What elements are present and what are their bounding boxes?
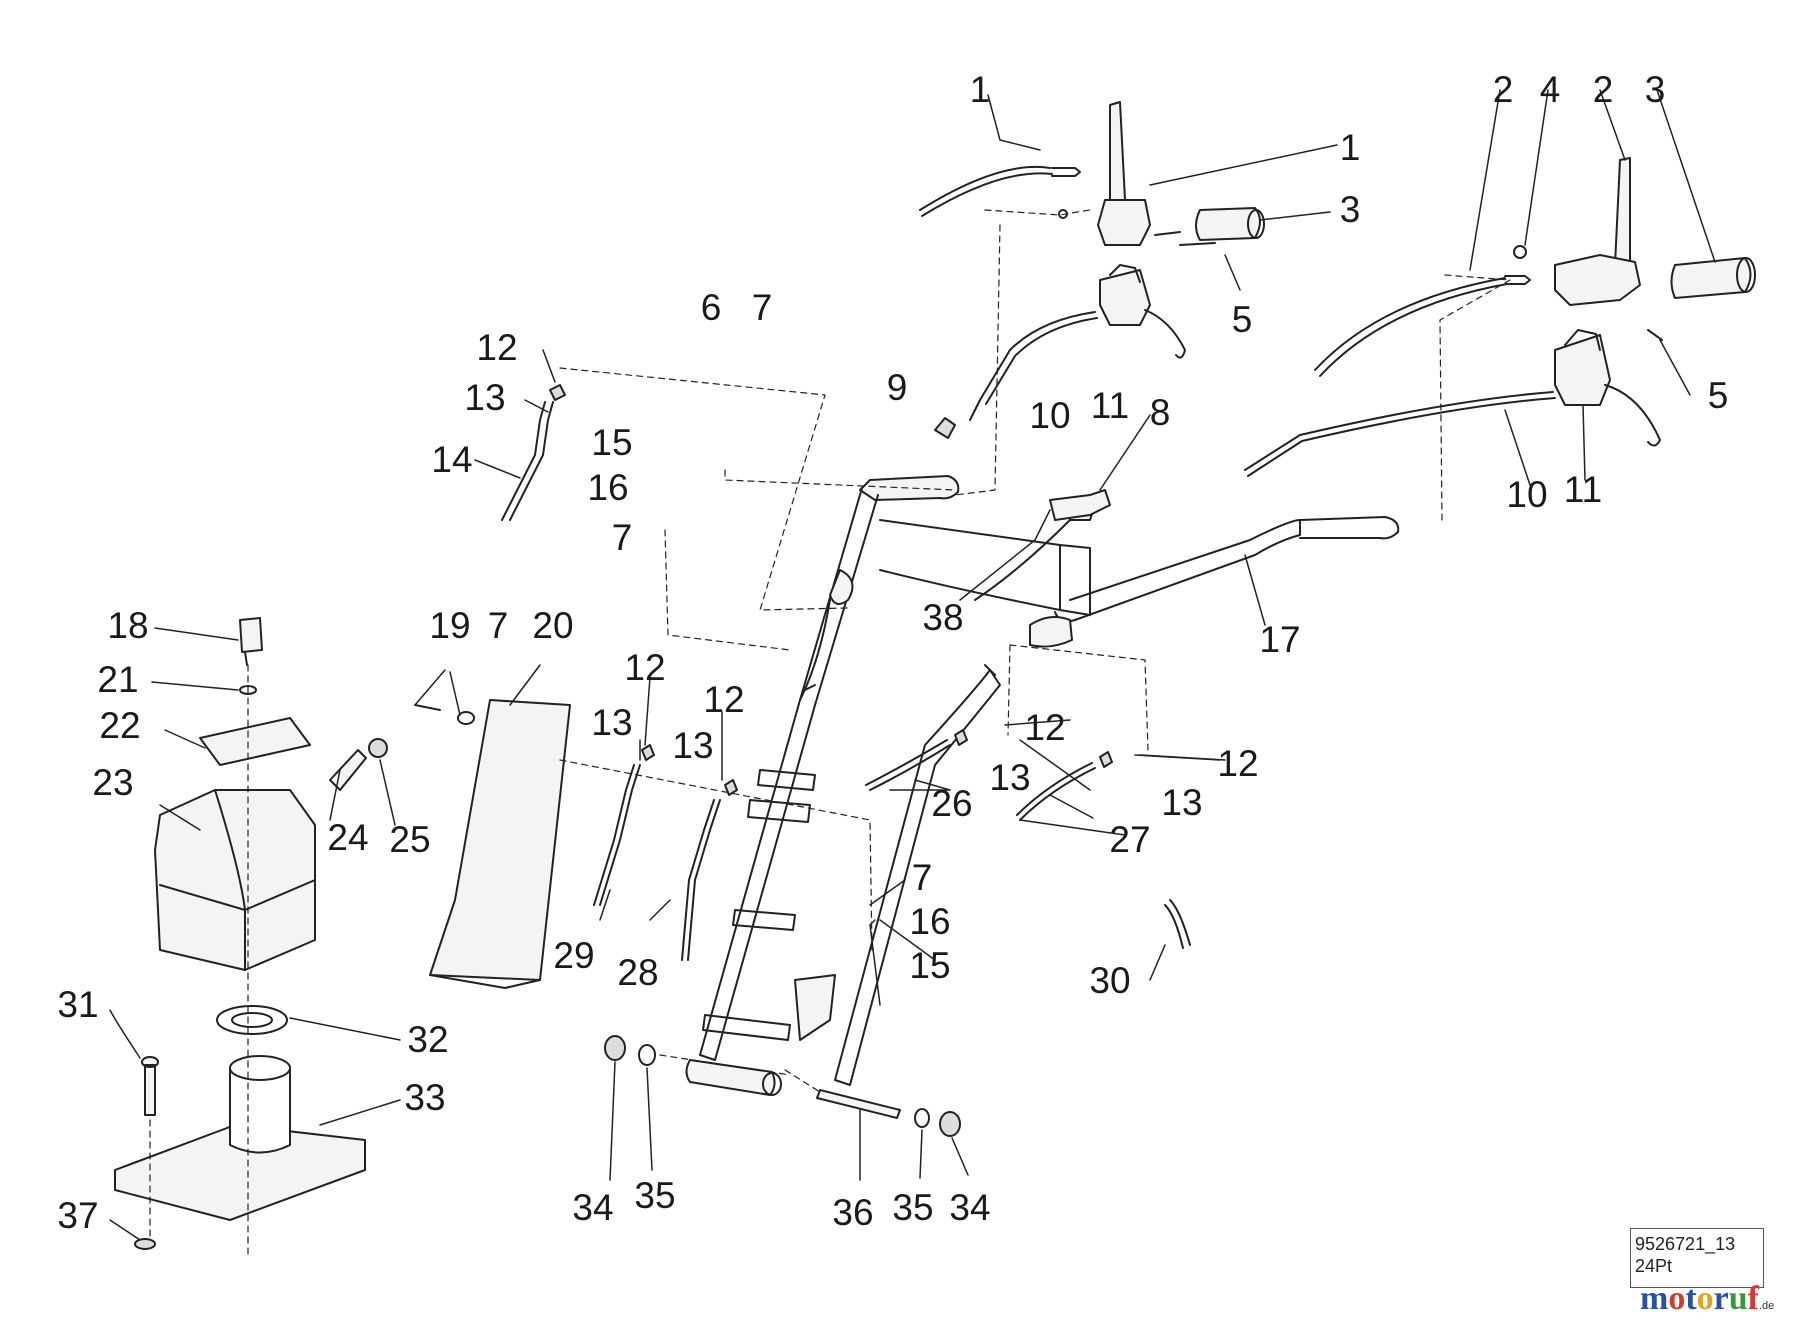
- callout-35: 35: [634, 1175, 675, 1216]
- callout-31: 31: [57, 984, 98, 1025]
- callout-1: 1: [1340, 127, 1361, 168]
- callout-13: 13: [1161, 782, 1202, 823]
- callout-16: 16: [909, 901, 950, 942]
- callout-2: 2: [1493, 69, 1514, 110]
- leader-lines: [109, 89, 1716, 1241]
- callout-24: 24: [327, 817, 368, 858]
- callout-26: 26: [931, 783, 972, 824]
- callout-6: 6: [701, 287, 722, 328]
- assembly-reference-lines: [149, 209, 1511, 1256]
- callout-7: 7: [488, 605, 509, 646]
- pivot-hardware: [604, 899, 1191, 1137]
- callout-7: 7: [752, 287, 773, 328]
- callout-12: 12: [1217, 743, 1258, 784]
- callout-34: 34: [949, 1187, 990, 1228]
- brand-logo-suffix: .de: [1759, 1300, 1775, 1312]
- callout-37: 37: [57, 1195, 98, 1236]
- callout-17: 17: [1259, 619, 1300, 660]
- callout-27: 27: [1109, 819, 1150, 860]
- throttle-control-left: [919, 101, 1265, 246]
- drawing-reference-code: 9526721_13: [1635, 1234, 1736, 1254]
- callout-12: 12: [476, 327, 517, 368]
- callout-3: 3: [1645, 69, 1666, 110]
- callout-23: 23: [92, 762, 133, 803]
- cover-plate-20: [414, 699, 571, 989]
- callout-1: 1: [970, 69, 991, 110]
- callout-30: 30: [1089, 960, 1130, 1001]
- callout-15: 15: [591, 422, 632, 463]
- callout-36: 36: [832, 1192, 873, 1233]
- brake-lever-left: [934, 264, 1186, 439]
- callout-28: 28: [617, 952, 658, 993]
- callout-32: 32: [407, 1019, 448, 1060]
- brake-lever-right: [1244, 329, 1661, 477]
- drawing-reference-box: 9526721_13 24Pt: [1630, 1228, 1764, 1288]
- callout-33: 33: [404, 1077, 445, 1118]
- callout-5: 5: [1708, 375, 1729, 416]
- callout-10: 10: [1506, 474, 1547, 515]
- callout-13: 13: [591, 702, 632, 743]
- callout-15: 15: [909, 945, 950, 986]
- callout-7: 7: [912, 857, 933, 898]
- base-plate: [114, 1005, 366, 1250]
- callout-22: 22: [99, 705, 140, 746]
- callout-12: 12: [1024, 707, 1065, 748]
- callout-8: 8: [1150, 392, 1171, 433]
- handle-frame: [685, 475, 1400, 1096]
- cables-right: [865, 729, 1113, 821]
- callout-9: 9: [887, 367, 908, 408]
- callout-11: 11: [1564, 469, 1602, 510]
- callout-10: 10: [1029, 395, 1070, 436]
- callout-13: 13: [464, 377, 505, 418]
- callout-16: 16: [587, 467, 628, 508]
- callout-13: 13: [989, 757, 1030, 798]
- drawing-reference-sub: 24Pt: [1635, 1256, 1673, 1276]
- throttle-control-right: [1314, 157, 1756, 377]
- cables-left: [501, 384, 738, 961]
- bracket-8: [1049, 489, 1111, 521]
- callout-21: 21: [97, 659, 138, 700]
- callout-29: 29: [553, 935, 594, 976]
- callout-11: 11: [1091, 385, 1129, 426]
- callout-20: 20: [532, 605, 573, 646]
- weight-housing: [154, 617, 388, 971]
- brand-logo-text: motoruf: [1640, 1280, 1759, 1317]
- callout-19: 19: [429, 605, 470, 646]
- callout-12: 12: [624, 647, 665, 688]
- callout-2: 2: [1593, 69, 1614, 110]
- callout-18: 18: [107, 605, 148, 646]
- callout-4: 4: [1540, 69, 1561, 110]
- callout-25: 25: [389, 819, 430, 860]
- callout-7: 7: [612, 517, 633, 558]
- callout-3: 3: [1340, 189, 1361, 230]
- callout-13: 13: [672, 725, 713, 766]
- brand-watermark: motoruf.de: [1640, 1280, 1774, 1320]
- callout-14: 14: [431, 439, 472, 480]
- callout-34: 34: [572, 1187, 613, 1228]
- callout-38: 38: [922, 597, 963, 638]
- callout-12: 12: [703, 679, 744, 720]
- callout-35: 35: [892, 1187, 933, 1228]
- callout-5: 5: [1232, 299, 1253, 340]
